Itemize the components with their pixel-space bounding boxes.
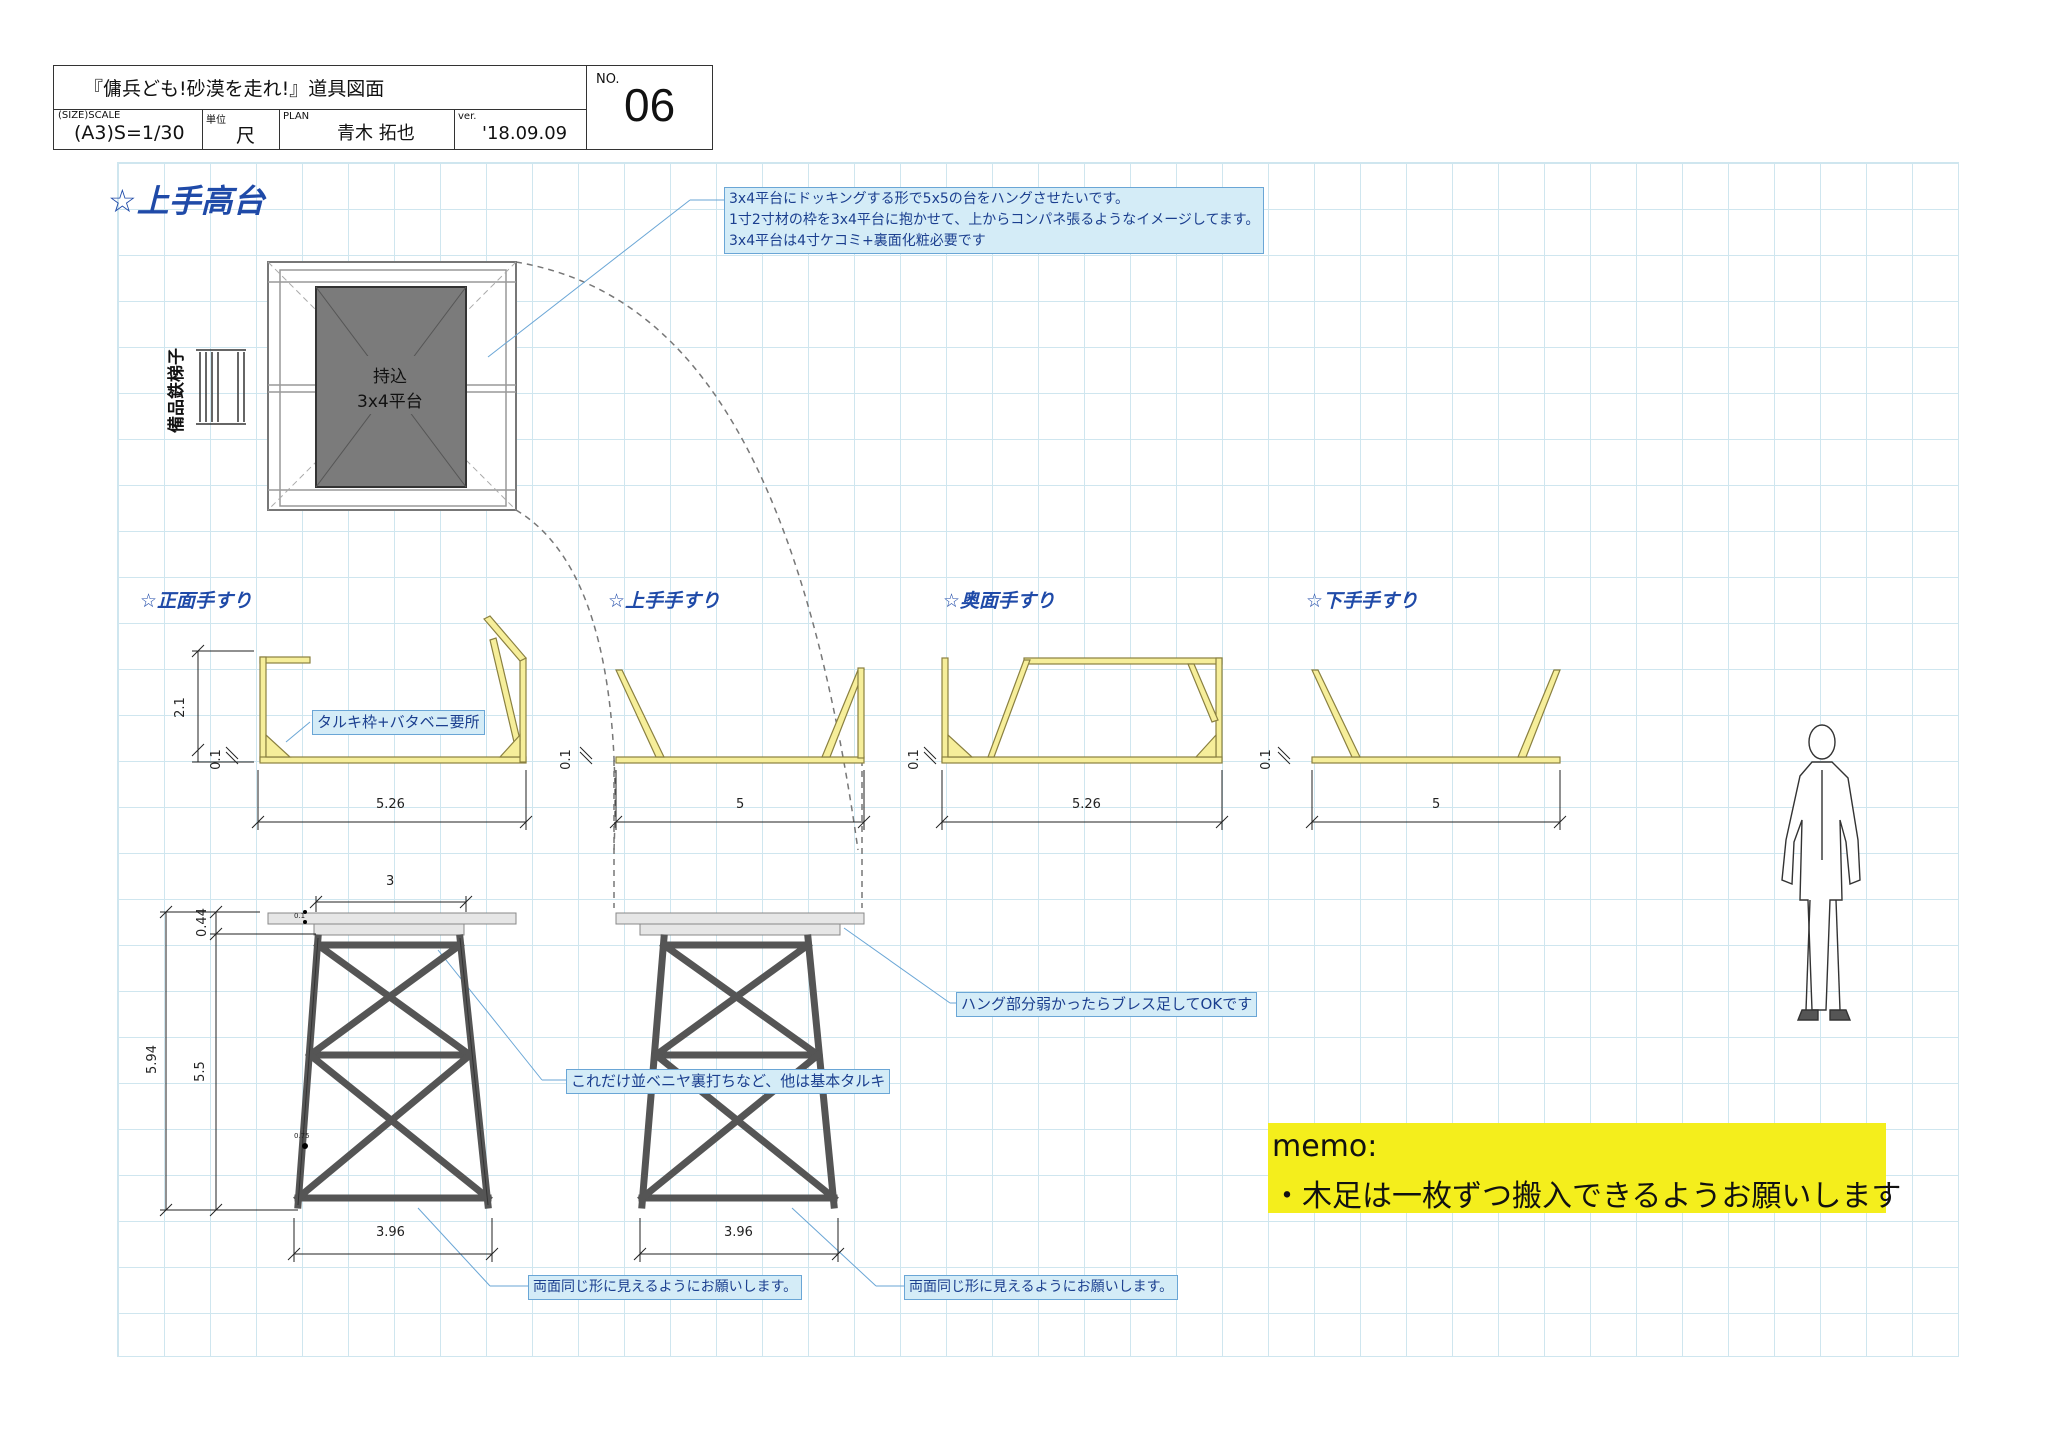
scale-label: (SIZE)SCALE — [58, 110, 121, 121]
dim-top-width: 3 — [386, 874, 395, 889]
scale-value: (A3)S=1/30 — [74, 122, 185, 144]
tower-right — [615, 912, 865, 1209]
dim-leg-height: 5.5 — [192, 1061, 208, 1082]
memo-line-1: memo: — [1272, 1129, 1378, 1164]
section-title-kami: ☆上手手すり — [608, 590, 721, 612]
dim-shimo-width: 5 — [1432, 797, 1441, 812]
note-top: 3x4平台にドッキングする形で5x5の台をハングさせたいです。 1寸2寸材の枠を… — [724, 187, 1265, 254]
drawing-title: 『傭兵ども!砂漠を走れ!』道具図面 — [84, 78, 385, 100]
note-top-line-3: 3x4平台は4寸ケコミ+裏面化粧必要です — [729, 233, 986, 249]
dim-small-b: 0.75 — [294, 1132, 310, 1140]
person-figure — [1781, 724, 1861, 1021]
title-block: 『傭兵ども!砂漠を走れ!』道具図面 NO. 06 (SIZE)SCALE (A3… — [53, 65, 713, 150]
dim-top-height: 0.44 — [194, 908, 210, 937]
page-heading: ☆上手高台 — [108, 182, 265, 220]
note-same-2: 両面同じ形に見えるようにお願いします。 — [904, 1275, 1179, 1300]
dim-kami-base: 0.1 — [558, 749, 574, 770]
ladder-label: 備品鉄梯子 — [167, 348, 187, 433]
plan-label: PLAN — [283, 111, 310, 122]
memo-line-2: ・木足は一枚ずつ搬入できるようお願いします — [1272, 1179, 1902, 1214]
section-title-back: ☆奥面手すり — [943, 590, 1056, 612]
ladder-icon — [196, 349, 246, 425]
plan-value: 青木 拓也 — [337, 123, 415, 144]
memo-box: memo: ・木足は一枚ずつ搬入できるようお願いします — [1268, 1123, 1901, 1214]
dim-base-width-2: 3.96 — [724, 1225, 753, 1240]
dim-front-base: 0.1 — [208, 749, 224, 770]
dim-base-width-1: 3.96 — [376, 1225, 405, 1240]
ver-label: ver. — [458, 111, 477, 122]
dim-back-width: 5.26 — [1072, 797, 1101, 812]
tower-left — [267, 910, 517, 1209]
note-hang: ハング部分弱かったらブレス足してOKです — [956, 992, 1258, 1017]
dim-small-a: 0.1 — [294, 912, 306, 920]
railing-shimo — [1311, 669, 1561, 764]
railing-kami — [615, 667, 865, 764]
dim-front-height: 2.1 — [172, 697, 188, 718]
unit-label: 単位 — [206, 115, 226, 126]
railing-back — [941, 657, 1223, 764]
plan-view — [196, 261, 517, 511]
note-top-line-2: 1寸2寸材の枠を3x4平台に抱かせて、上からコンパネ張るようなイメージしてます。 — [729, 212, 1260, 228]
section-title-shimo: ☆下手手すり — [1306, 590, 1419, 612]
dim-total-height: 5.94 — [144, 1045, 160, 1074]
note-veneer: これだけ並ベニヤ裏打ちなど、他は基本タルキ — [566, 1069, 891, 1094]
note-taruki: タルキ枠+バタベニ要所 — [312, 710, 485, 735]
dim-kami-width: 5 — [736, 797, 745, 812]
note-top-line-1: 3x4平台にドッキングする形で5x5の台をハングさせたいです。 — [729, 191, 1129, 207]
unit-value: 尺 — [236, 125, 256, 147]
ver-value: '18.09.09 — [482, 123, 568, 144]
platform-label-2: 3x4平台 — [357, 392, 423, 412]
section-title-front: ☆正面手すり — [140, 590, 253, 612]
platform-label-1: 持込 — [373, 367, 407, 387]
dim-front-width: 5.26 — [376, 797, 405, 812]
railing-front — [259, 615, 527, 764]
note-same-1: 両面同じ形に見えるようにお願いします。 — [528, 1275, 803, 1300]
dim-back-base: 0.1 — [906, 749, 922, 770]
dim-shimo-base: 0.1 — [1258, 749, 1274, 770]
no-label: NO. — [596, 72, 620, 87]
drawing-number: 06 — [624, 79, 676, 131]
